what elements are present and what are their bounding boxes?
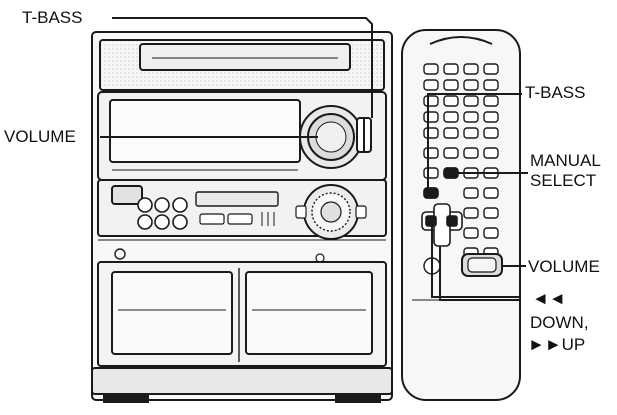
label-manual-select-line1: MANUAL: [530, 151, 601, 170]
remote-tbass-button: [423, 187, 439, 199]
label-down-text: DOWN,: [530, 313, 589, 332]
remote-direction-pad: [421, 203, 463, 247]
label-volume-remote: VOLUME: [528, 257, 600, 276]
label-manual-select-line2: SELECT: [530, 171, 597, 190]
label-up-text: ►►UP: [528, 335, 586, 354]
label-down-symbol: ◄◄: [532, 289, 566, 308]
remote-manual-select-button: [443, 167, 459, 179]
jog-dial: [295, 184, 367, 240]
label-volume-unit: VOLUME: [4, 127, 76, 146]
label-tbass-remote: T-BASS: [525, 83, 586, 102]
unit-round-buttons: [137, 197, 188, 230]
stereo-unit: [91, 31, 393, 403]
remote-control: [401, 29, 521, 401]
leader-lines: [100, 17, 528, 301]
volume-knob: [299, 105, 363, 169]
label-tbass-unit: T-BASS: [22, 8, 83, 27]
